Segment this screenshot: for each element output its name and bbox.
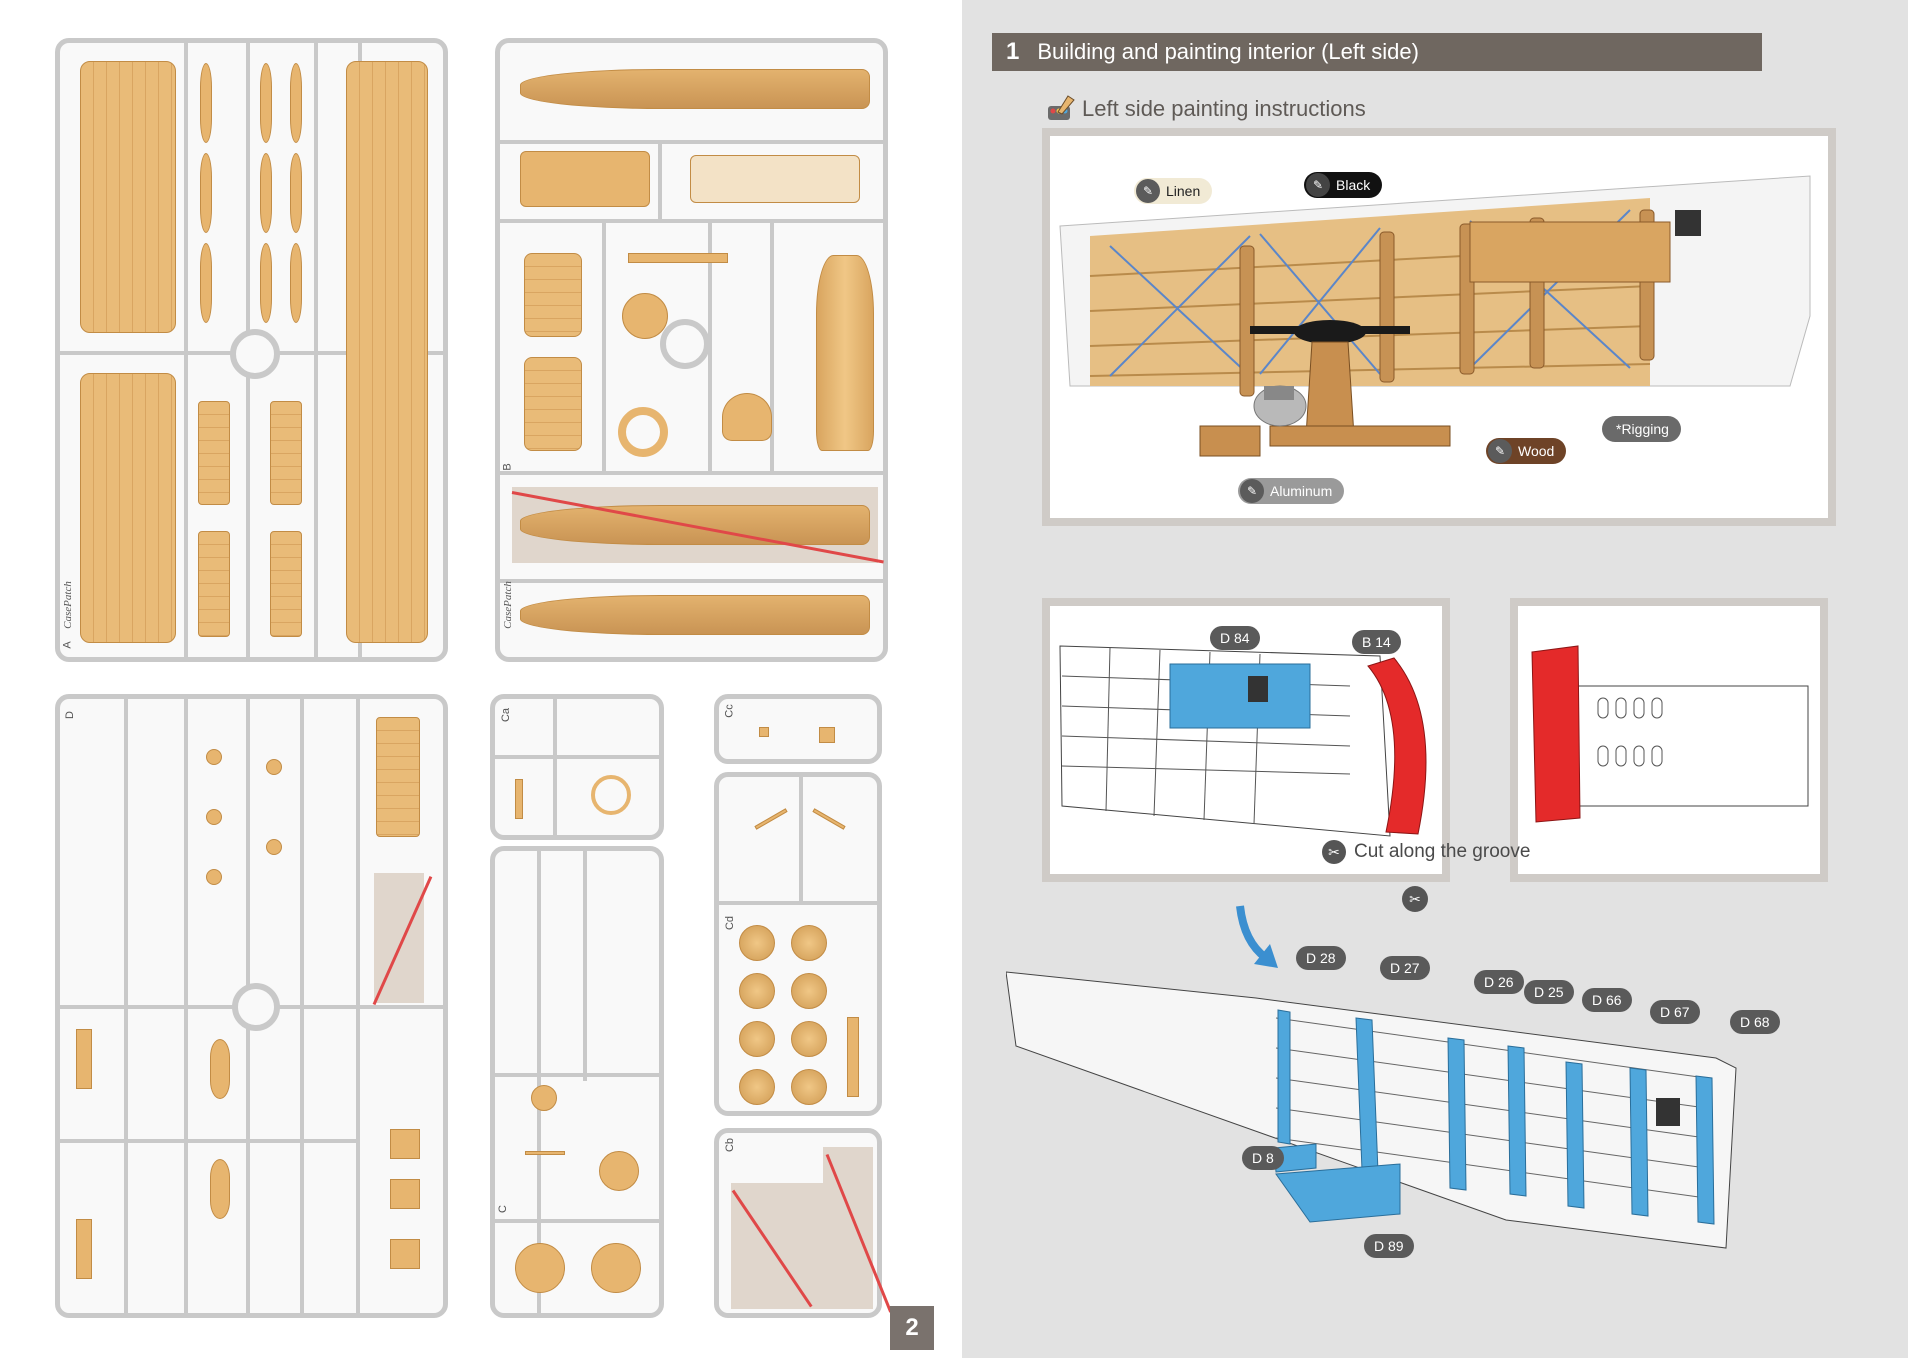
step-number: 1: [1006, 38, 1020, 65]
sprue-label-cc: Cc: [723, 704, 736, 718]
cut-instruction: ✂ Cut along the groove: [1322, 840, 1530, 864]
tag-d28: D 28: [1296, 946, 1346, 970]
sprue-a: A CasePatch: [55, 38, 448, 662]
part-a-lower-wing: [80, 373, 176, 643]
tag-d25: D 25: [1524, 980, 1574, 1004]
sprue-cb: Cb: [714, 1128, 893, 1318]
callout-wood: ✎ Wood: [1486, 438, 1567, 464]
painting-heading-text: Left side painting instructions: [1082, 96, 1366, 121]
step-title: Building and painting interior (Left sid…: [1037, 39, 1419, 64]
tag-b14: B 14: [1352, 630, 1401, 654]
part-b-fuselage-top: [520, 69, 870, 109]
brush-icon: ✎: [1240, 479, 1264, 503]
callout-black: ✎ Black: [1304, 172, 1383, 198]
part-b-fuselage-bottom: [520, 595, 870, 635]
tag-d27: D 27: [1380, 956, 1430, 980]
callout-aluminum: ✎ Aluminum: [1238, 478, 1345, 504]
painting-panel: ✎ Linen ✎ Black *Rigging ✎ Wood ✎ Alumin…: [1042, 128, 1836, 526]
callout-rigging: *Rigging: [1602, 416, 1681, 442]
brush-icon: ✎: [1488, 439, 1512, 463]
sprue-cd: Cd: [714, 772, 882, 1116]
cutter-icon: ✂: [1322, 840, 1346, 864]
cutter-icon: ✂: [1402, 886, 1428, 912]
sprue-label-ca: Ca: [500, 707, 513, 723]
sprue-d: D: [55, 694, 448, 1318]
sprue-b: B CasePatch: [495, 38, 888, 662]
sprue-label-d: D: [63, 711, 76, 719]
fuselage-interior-illustration: [1059, 175, 1811, 457]
brush-icon: ✎: [1306, 173, 1330, 197]
sprue-label-b: B: [501, 463, 514, 471]
sprue-cc: Cc: [714, 694, 882, 764]
fuselage-side-illustration: [1059, 645, 1427, 837]
cut-groove-illustration: [1531, 645, 1809, 823]
tag-d8: D 8: [1242, 1146, 1284, 1170]
sprue-c: C: [490, 846, 664, 1318]
paint-brush-icon: [1048, 95, 1075, 120]
assembly-illustration: [1006, 971, 1737, 1249]
instructions-page: 1 Building and painting interior (Left s…: [962, 0, 1908, 1358]
part-a-right-wing: [346, 61, 428, 643]
page-number: 2: [890, 1306, 934, 1350]
tag-d67: D 67: [1650, 1000, 1700, 1024]
part-a-upper-wing: [80, 61, 176, 333]
sprue-label-c: C: [496, 1205, 509, 1213]
brush-icon: ✎: [1136, 179, 1160, 203]
sprue-ca: Ca: [490, 694, 664, 840]
painting-heading: Left side painting instructions: [1044, 94, 1366, 124]
sprue-label-cb: Cb: [724, 1137, 737, 1153]
parts-page: A CasePatch B CasePatch: [55, 38, 934, 1350]
sprue-label-a: A: [61, 641, 74, 649]
tag-d68: D 68: [1730, 1010, 1780, 1034]
detail-panel: D 84 B 14: [1042, 598, 1450, 882]
assembly-arrow-icon: [1236, 905, 1278, 968]
tag-d89: D 89: [1364, 1234, 1414, 1258]
step-header: 1 Building and painting interior (Left s…: [992, 33, 1762, 71]
cut-panel: [1510, 598, 1828, 882]
brand-mark: CasePatch: [61, 581, 74, 629]
tag-d26: D 26: [1474, 970, 1524, 994]
sprue-label-cd: Cd: [724, 915, 737, 931]
tag-d66: D 66: [1582, 988, 1632, 1012]
callout-linen: ✎ Linen: [1134, 178, 1213, 204]
tag-d84: D 84: [1210, 626, 1260, 650]
